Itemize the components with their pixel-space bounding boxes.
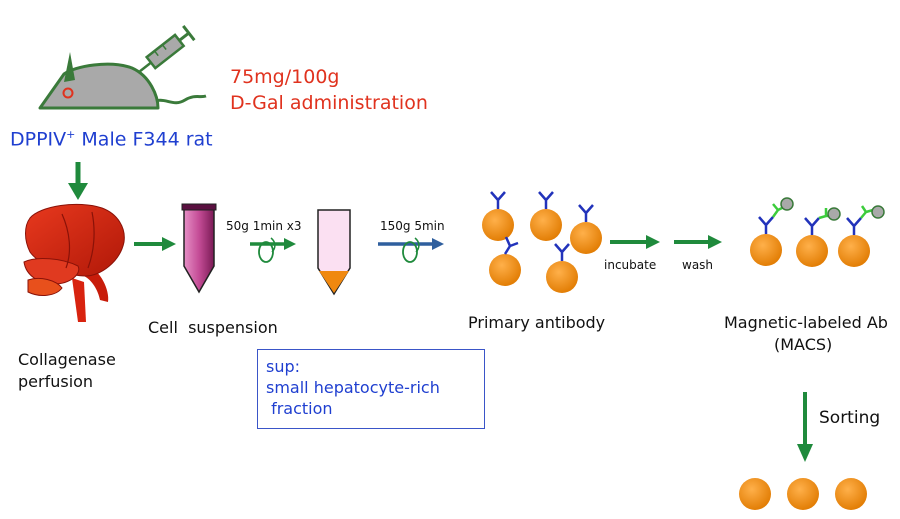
- cell-with-antibody: [482, 191, 514, 241]
- perfusion-label: Collagenase perfusion: [18, 350, 116, 391]
- sorting-label: Sorting: [819, 408, 881, 428]
- magnetic-labeled-cells: [750, 197, 885, 267]
- wash-arrow: [674, 235, 722, 249]
- sorting-arrow: [797, 392, 813, 462]
- rat-label-sup: +: [66, 128, 76, 141]
- wash-label: wash: [682, 258, 714, 272]
- syringe-icon: [139, 25, 196, 73]
- arrow-to-tube: [134, 237, 176, 251]
- incubate-label: incubate: [604, 258, 657, 272]
- cell-with-antibody: [546, 243, 578, 293]
- cell-suspension-label: Cell suspension: [148, 318, 278, 337]
- sorted-cell: [835, 478, 867, 510]
- magnetic-labeled-cell: [796, 207, 841, 267]
- rat-icon: [38, 52, 207, 110]
- cell-with-antibody: [489, 236, 521, 286]
- supernatant-box: sup: small hepatocyte-rich fraction: [257, 349, 485, 429]
- magnetic-labeled-cell: [838, 205, 885, 267]
- centrifuge-tube-full: [181, 203, 217, 294]
- cell-with-antibody: [570, 204, 602, 254]
- down-arrow-icon: [68, 162, 88, 200]
- magnetic-label: Magnetic-labeled Ab: [724, 313, 888, 332]
- rat-label-rest: Male F344 rat: [75, 128, 213, 151]
- sup-box-line2: small hepatocyte-rich: [266, 378, 440, 397]
- cell-with-antibody: [530, 191, 562, 241]
- incubate-arrow: [610, 235, 660, 249]
- primary-antibody-cells: [482, 191, 602, 293]
- spin-arrow-2: [378, 237, 444, 263]
- centrifuge-tube-pellet: [317, 209, 351, 296]
- magnetic-labeled-cell: [750, 197, 794, 266]
- dose-agent: D-Gal administration: [230, 92, 428, 114]
- sorted-cells: [739, 478, 867, 510]
- primary-antibody-label: Primary antibody: [468, 313, 606, 332]
- spin2-label: 150g 5min: [380, 219, 445, 233]
- dose-amount: 75mg/100g: [230, 66, 340, 88]
- macs-label: (MACS): [774, 335, 833, 354]
- liver-icon: [23, 203, 125, 322]
- sorted-cell: [739, 478, 771, 510]
- rat-label: DPPIV+ Male F344 rat: [10, 128, 213, 150]
- spin1-label: 50g 1min x3: [226, 219, 302, 233]
- sup-box-line3: fraction: [266, 399, 333, 418]
- sup-box-line1: sup:: [266, 357, 301, 376]
- sorted-cell: [787, 478, 819, 510]
- spin-arrow-1: [250, 237, 296, 263]
- rat-label-main: DPPIV: [10, 128, 67, 151]
